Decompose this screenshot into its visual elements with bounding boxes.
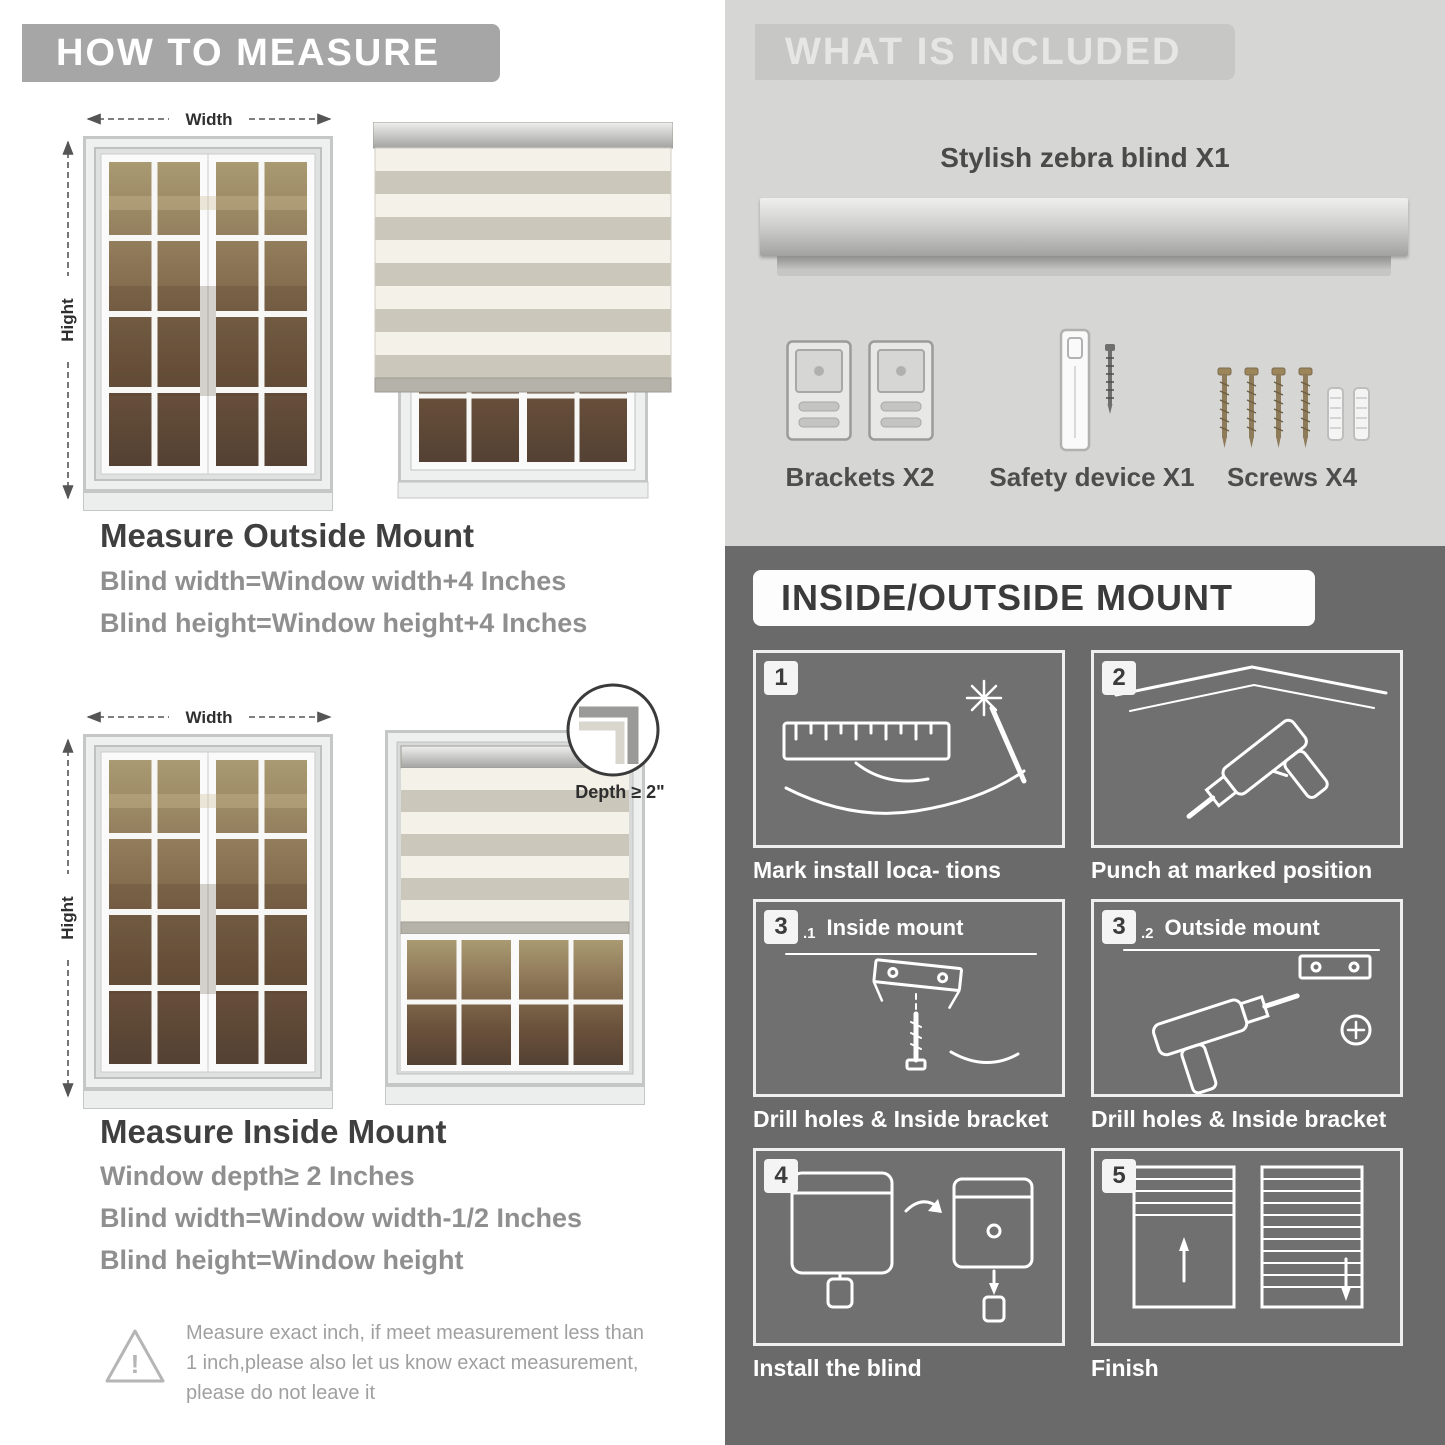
inside-mount-line1: Window depth≥ 2 Inches bbox=[100, 1161, 415, 1191]
svg-text:Width: Width bbox=[185, 110, 232, 129]
how-to-measure-header: HOW TO MEASURE bbox=[22, 24, 500, 82]
step-3-1-caption: Drill holes & Inside bracket bbox=[753, 1106, 1049, 1132]
how-to-measure-title: HOW TO MEASURE bbox=[56, 31, 441, 74]
drill-illustration bbox=[1114, 665, 1388, 819]
step-3-1-title: Inside mount bbox=[826, 915, 964, 940]
step-5-panel: 5 bbox=[1091, 1148, 1403, 1346]
step-5-caption: Finish bbox=[1091, 1355, 1159, 1381]
blind-inside-illustration bbox=[385, 730, 645, 1105]
zebra-stripes bbox=[401, 768, 629, 922]
brackets-illustration bbox=[786, 340, 934, 441]
step-1: 1 Mark install loca- tions bbox=[753, 650, 1065, 889]
outside-mount-line1: Blind width=Window width+4 Inches bbox=[100, 566, 567, 596]
headrail-illustration bbox=[760, 198, 1408, 256]
depth-label: Depth ≥ 2" bbox=[575, 782, 665, 802]
svg-text:Hight: Hight bbox=[58, 896, 77, 940]
what-is-included-section: WHAT IS INCLUDED Stylish zebra blind X1 bbox=[725, 0, 1445, 546]
safety-device-illustration bbox=[1059, 328, 1115, 452]
mount-title: INSIDE/OUTSIDE MOUNT bbox=[781, 577, 1234, 618]
outside-mount-figure: Width Hight bbox=[55, 100, 695, 512]
screws-label: Screws X4 bbox=[1226, 462, 1358, 492]
safety-device-label: Safety device X1 bbox=[989, 462, 1195, 492]
step-3-1-panel: 3 .1 Inside mount bbox=[753, 899, 1065, 1097]
inside-mount-title: Measure Inside Mount bbox=[100, 1113, 447, 1150]
inside-mount-figure: Width Hight bbox=[55, 683, 715, 1114]
svg-text:Width: Width bbox=[185, 708, 232, 727]
brackets-label: Brackets X2 bbox=[785, 462, 935, 492]
svg-text:Hight: Hight bbox=[58, 298, 77, 342]
outside-mount-line2: Blind height=Window height+4 Inches bbox=[100, 608, 588, 638]
install-blind-illustration bbox=[790, 1171, 1034, 1323]
what-is-included-title: WHAT IS INCLUDED bbox=[785, 30, 1182, 73]
step-1-panel: 1 bbox=[753, 650, 1065, 848]
step-3-2: 3 .2 Outside mount bbox=[1091, 899, 1403, 1138]
wall-anchors bbox=[1327, 387, 1370, 441]
inside-mount-line3: Blind height=Window height bbox=[100, 1245, 464, 1275]
step-2-panel: 2 bbox=[1091, 650, 1403, 848]
height-arrow: Hight bbox=[58, 738, 77, 1098]
width-arrow: Width bbox=[86, 110, 332, 129]
step-2: 2 Punch at bbox=[1091, 650, 1403, 889]
window-illustration bbox=[83, 136, 333, 511]
svg-text:!: ! bbox=[131, 1349, 140, 1379]
step-3-2-number: 3 bbox=[1102, 910, 1136, 944]
step-5: 5 Finish bbox=[1091, 1148, 1403, 1387]
step-4: 4 bbox=[753, 1148, 1065, 1387]
step-4-panel: 4 bbox=[753, 1148, 1065, 1346]
step-3-1-sub: .1 bbox=[803, 925, 816, 942]
step-3-2-sub: .2 bbox=[1141, 925, 1154, 942]
mount-instructions-section: INSIDE/OUTSIDE MOUNT 1 bbox=[725, 546, 1445, 1445]
step-2-caption: Punch at marked position bbox=[1091, 857, 1373, 883]
inside-mount-line2: Blind width=Window width-1/2 Inches bbox=[100, 1203, 583, 1233]
product-name: Stylish zebra blind X1 bbox=[940, 142, 1230, 173]
mark-locations-illustration bbox=[782, 679, 1027, 815]
mount-steps-grid: 1 Mark install loca- tions bbox=[753, 650, 1405, 1387]
step-3-2-panel: 3 .2 Outside mount bbox=[1091, 899, 1403, 1097]
finish-illustration bbox=[1132, 1165, 1364, 1309]
warning-text: Measure exact inch, if meet measurement … bbox=[186, 1322, 644, 1404]
step-3-1: 3 .1 Inside mount bbox=[753, 899, 1065, 1138]
step-5-number: 5 bbox=[1102, 1159, 1136, 1193]
step-3-2-caption: Drill holes & Inside bracket bbox=[1091, 1106, 1387, 1132]
width-arrow: Width bbox=[86, 708, 332, 727]
what-is-included-header: WHAT IS INCLUDED bbox=[755, 24, 1235, 80]
step-2-number: 2 bbox=[1102, 661, 1136, 695]
blind-outside-illustration bbox=[373, 122, 673, 499]
headrail-lip bbox=[777, 256, 1391, 276]
outside-bracket-illustration bbox=[1123, 949, 1380, 1094]
measure-warning: ! Measure exact inch, if meet measuremen… bbox=[102, 1318, 662, 1408]
height-arrow: Hight bbox=[58, 140, 77, 500]
zebra-stripes bbox=[374, 147, 672, 379]
screw-up bbox=[905, 1011, 927, 1071]
step-3-2-title: Outside mount bbox=[1164, 915, 1320, 940]
window-lower-panes bbox=[401, 934, 629, 1071]
window-illustration bbox=[83, 734, 333, 1109]
inside-bracket-illustration bbox=[785, 953, 1037, 1071]
depth-callout-circle bbox=[566, 683, 660, 777]
step-1-number: 1 bbox=[764, 661, 798, 695]
outside-mount-title: Measure Outside Mount bbox=[100, 517, 475, 554]
screws-illustration bbox=[1217, 367, 1370, 448]
mount-header: INSIDE/OUTSIDE MOUNT bbox=[753, 570, 1315, 626]
step-4-number: 4 bbox=[764, 1159, 798, 1193]
warning-triangle-icon: ! bbox=[105, 1329, 165, 1383]
step-4-caption: Install the blind bbox=[753, 1355, 922, 1381]
safety-screw bbox=[1105, 344, 1115, 414]
step-3-1-number: 3 bbox=[764, 910, 798, 944]
step-1-caption: Mark install loca- tions bbox=[753, 857, 1001, 883]
